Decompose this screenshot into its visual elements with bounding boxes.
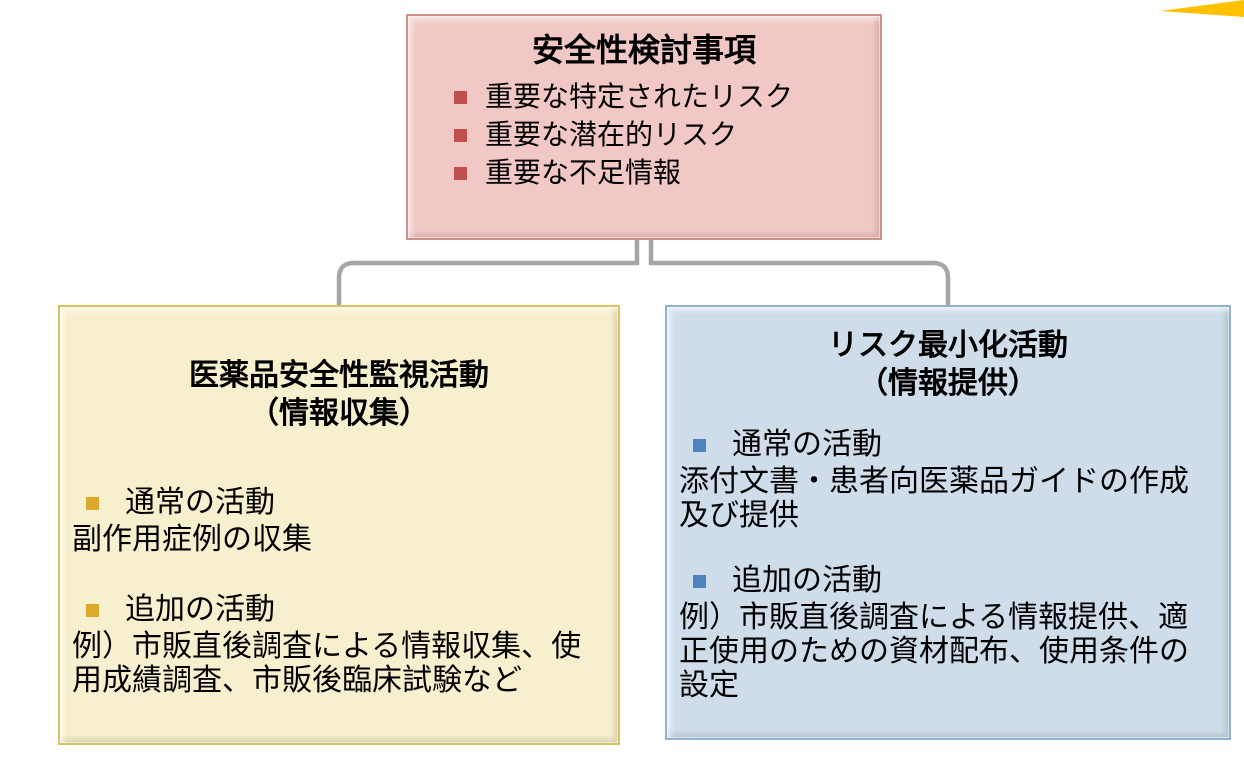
- safety-specification-title: 安全性検討事項: [531, 32, 756, 68]
- risk-minimization-title: リスク最小化活動 （情報提供）: [679, 327, 1217, 403]
- corner-decoration-triangle: [1160, 0, 1244, 17]
- square-bullet-icon: [693, 438, 706, 452]
- bullet-item: 重要な不足情報: [454, 154, 880, 192]
- square-bullet-icon: [86, 496, 99, 510]
- corner-triangle-shape: [1160, 0, 1244, 17]
- pharmacovigilance-box: 医薬品安全性監視活動 （情報収集） 通常の活動 副作用症例の収集 追加の活動 例…: [58, 305, 620, 745]
- square-bullet-icon: [454, 166, 467, 180]
- pharmacovigilance-title: 医薬品安全性監視活動 （情報収集）: [72, 357, 606, 433]
- square-bullet-icon: [693, 574, 706, 588]
- section-heading: 追加の活動: [72, 592, 606, 628]
- risk-minimization-sections: 通常の活動 添付文書・患者向医薬品ガイドの作成及び提供 追加の活動 例）市販直後…: [679, 427, 1217, 703]
- risk-minimization-title-line1: リスク最小化活動: [828, 329, 1068, 362]
- section-body: 例）市販直後調査による情報収集、使用成績調査、市販後臨床試験など: [72, 630, 582, 697]
- square-bullet-icon: [454, 128, 467, 142]
- section-heading: 通常の活動: [679, 427, 1217, 463]
- section-routine-activities: 通常の活動 添付文書・患者向医薬品ガイドの作成及び提供: [679, 427, 1217, 533]
- bullet-item: 重要な特定されたリスク: [454, 78, 880, 116]
- section-additional-activities: 追加の活動 例）市販直後調査による情報収集、使用成績調査、市販後臨床試験など: [72, 592, 606, 698]
- section-heading: 追加の活動: [679, 563, 1217, 599]
- safety-specification-box: 安全性検討事項 重要な特定されたリスク 重要な潜在的リスク 重要な不足情報: [406, 14, 882, 240]
- section-heading: 通常の活動: [72, 485, 606, 521]
- square-bullet-icon: [454, 90, 467, 104]
- section-heading-text: 通常の活動: [125, 486, 275, 519]
- bullet-text: 重要な特定されたリスク: [485, 81, 794, 112]
- pharmacovigilance-sections: 通常の活動 副作用症例の収集 追加の活動 例）市販直後調査による情報収集、使用成…: [72, 485, 606, 698]
- section-heading-text: 追加の活動: [732, 564, 882, 597]
- section-routine-activities: 通常の活動 副作用症例の収集: [72, 485, 606, 557]
- bullet-item: 重要な潜在的リスク: [454, 116, 880, 154]
- connector-right-branch: [648, 240, 951, 306]
- bullet-text: 重要な不足情報: [485, 157, 682, 188]
- risk-minimization-box: リスク最小化活動 （情報提供） 通常の活動 添付文書・患者向医薬品ガイドの作成及…: [665, 305, 1231, 740]
- section-heading-text: 通常の活動: [732, 428, 882, 461]
- section-heading-text: 追加の活動: [125, 593, 275, 626]
- section-body: 添付文書・患者向医薬品ガイドの作成及び提供: [679, 465, 1189, 532]
- section-body: 副作用症例の収集: [72, 523, 312, 556]
- square-bullet-icon: [86, 603, 99, 617]
- connector-left-branch: [336, 240, 640, 306]
- safety-specification-bullet-list: 重要な特定されたリスク 重要な潜在的リスク 重要な不足情報: [408, 78, 880, 192]
- section-additional-activities: 追加の活動 例）市販直後調査による情報提供、適正使用のための資材配布、使用条件の…: [679, 563, 1217, 703]
- section-body: 例）市販直後調査による情報提供、適正使用のための資材配布、使用条件の設定: [679, 601, 1189, 702]
- bullet-text: 重要な潜在的リスク: [485, 119, 738, 150]
- pharmacovigilance-title-line2: （情報収集）: [249, 397, 429, 430]
- pharmacovigilance-title-line1: 医薬品安全性監視活動: [189, 359, 489, 392]
- risk-minimization-title-line2: （情報提供）: [858, 367, 1038, 400]
